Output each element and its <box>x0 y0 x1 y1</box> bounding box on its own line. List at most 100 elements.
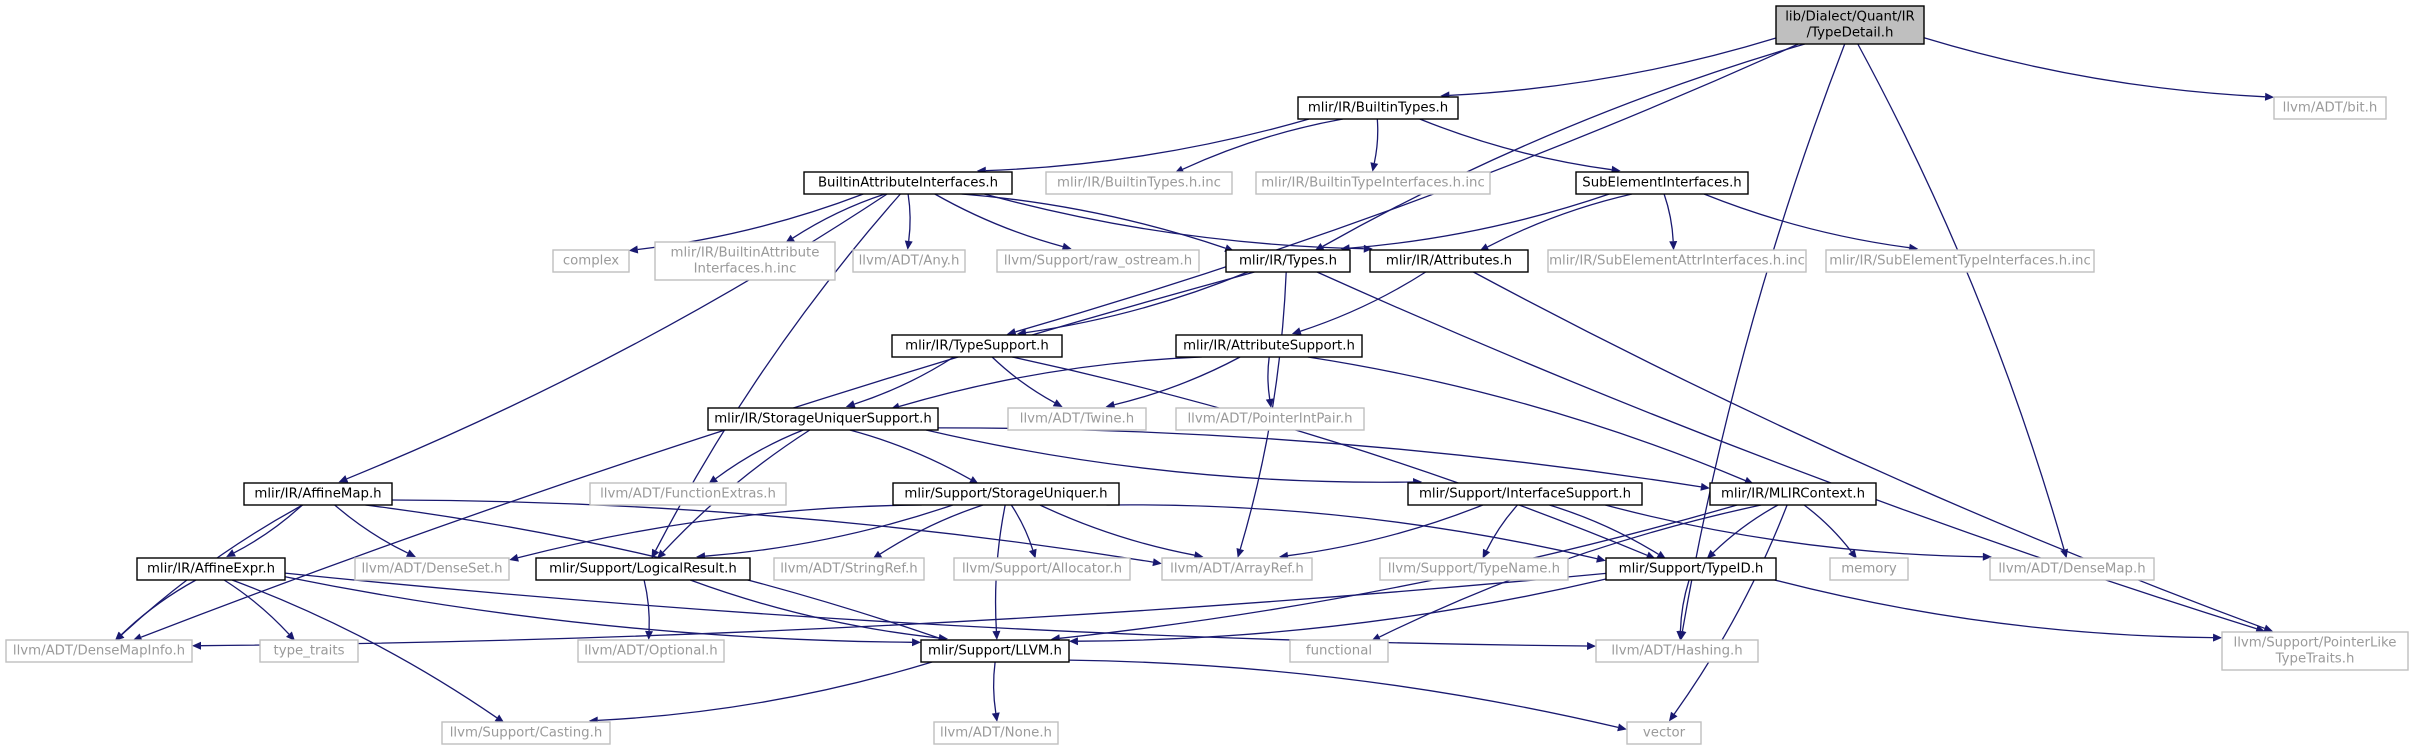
node-builtintypeifinc[interactable]: mlir/IR/BuiltinTypeInterfaces.h.inc <box>1255 171 1491 195</box>
dependency-edge-logicalresult-to-optional <box>643 579 650 632</box>
node-subelemif[interactable]: SubElementInterfaces.h <box>1575 171 1749 195</box>
node-typesupport[interactable]: mlir/IR/TypeSupport.h <box>891 334 1063 358</box>
dependency-edge-llvmh-to-casting <box>597 661 933 722</box>
node-box-twine <box>1007 407 1147 431</box>
node-label-complex: complex <box>563 254 619 269</box>
node-typedetail[interactable]: lib/Dialect/Quant/IR/TypeDetail.h <box>1775 5 1925 45</box>
node-storageuniqsupport[interactable]: mlir/IR/StorageUniquerSupport.h <box>707 407 939 431</box>
node-box-typename <box>1379 557 1569 581</box>
node-box-builtintypes <box>1297 96 1459 120</box>
arrow-head-affineexpr-to-llvmh <box>912 638 921 647</box>
node-complex[interactable]: complex <box>552 249 630 273</box>
arrow-head-subelemif-to-attributes <box>1479 243 1490 251</box>
node-any[interactable]: llvm/ADT/Any.h <box>852 249 966 273</box>
node-types[interactable]: mlir/IR/Types.h <box>1225 249 1351 273</box>
node-functionextras[interactable]: llvm/ADT/FunctionExtras.h <box>589 482 787 506</box>
node-none[interactable]: llvm/ADT/None.h <box>933 721 1059 745</box>
dependency-edge-affineexpr-to-typetraits <box>223 579 290 635</box>
arrow-head-builtintypes-to-builtintypesinc <box>1174 165 1185 174</box>
node-arrayref[interactable]: llvm/ADT/ArrayRef.h <box>1161 557 1313 581</box>
node-typetraits[interactable]: type_traits <box>259 639 359 663</box>
node-functional[interactable]: functional <box>1289 639 1389 663</box>
node-typeid[interactable]: mlir/Support/TypeID.h <box>1605 557 1777 581</box>
dependency-edge-storageuniquer-to-logicalresult <box>705 504 954 557</box>
node-box-logicalresult <box>535 557 751 581</box>
node-stringref[interactable]: llvm/ADT/StringRef.h <box>773 557 925 581</box>
node-denseset[interactable]: llvm/ADT/DenseSet.h <box>354 557 510 581</box>
node-builtintypesinc[interactable]: mlir/IR/BuiltinTypes.h.inc <box>1045 171 1233 195</box>
arrow-head-typeid-to-llvmh <box>1068 637 1078 646</box>
dependency-edge-interfacesupport-to-arrayref <box>1287 504 1484 557</box>
arrow-head-typedetail-to-typesupport <box>1006 328 1017 336</box>
arrow-head-typesupport-to-storageuniqsupport <box>845 400 856 408</box>
node-label-storageuniqsupport: mlir/IR/StorageUniquerSupport.h <box>714 412 932 427</box>
node-label-subelemif: SubElementInterfaces.h <box>1582 176 1741 191</box>
arrow-head-builtinattrif-to-rawostream <box>1061 242 1072 251</box>
dependency-edge-interfacesupport-to-typename <box>1485 504 1518 551</box>
dependency-edge-mlircontext-to-memory <box>1803 504 1852 553</box>
node-box-builtintypeifinc <box>1255 171 1491 195</box>
node-box-typedetail <box>1775 5 1925 45</box>
node-mlircontext[interactable]: mlir/IR/MLIRContext.h <box>1709 482 1877 506</box>
node-box-typesupport <box>891 334 1063 358</box>
node-label-denseset: llvm/ADT/DenseSet.h <box>361 562 502 577</box>
node-storageuniquer[interactable]: mlir/Support/StorageUniquer.h <box>892 482 1120 506</box>
arrow-head-typeid-to-densemapinfo <box>192 641 201 650</box>
node-box-stringref <box>773 557 925 581</box>
node-label-attrsupport: mlir/IR/AttributeSupport.h <box>1183 339 1355 354</box>
dependency-edge-storageuniqsupport-to-storageuniquer <box>849 429 972 481</box>
node-label-builtintypeifinc: mlir/IR/BuiltinTypeInterfaces.h.inc <box>1261 176 1485 191</box>
node-label-casting: llvm/Support/Casting.h <box>450 726 603 741</box>
arrow-head-storageuniquer-to-allocator <box>1029 548 1037 559</box>
node-box-arrayref <box>1161 557 1313 581</box>
dependency-edge-affineexpr-to-casting <box>231 579 498 719</box>
dependency-edge-affinemap-to-affineexpr <box>233 504 303 554</box>
dependency-edge-typedetail-to-bit <box>1923 37 2266 98</box>
node-densemap[interactable]: llvm/ADT/DenseMap.h <box>1989 557 2155 581</box>
node-densemapinfo[interactable]: llvm/ADT/DenseMapInfo.h <box>5 639 193 663</box>
node-optional[interactable]: llvm/ADT/Optional.h <box>577 639 725 663</box>
arrow-head-types-to-densemapinfo <box>132 633 143 641</box>
node-label-types: mlir/IR/Types.h <box>1239 254 1337 269</box>
arrow-head-storageuniquer-to-denseset <box>509 553 519 562</box>
dependency-edge-types-to-pointerlike <box>1316 271 2257 630</box>
dependency-edge-attrsupport-to-pointerintpair <box>1267 356 1271 400</box>
arrow-head-affineexpr-to-casting <box>494 714 505 723</box>
node-box-densemapinfo <box>5 639 193 663</box>
node-label-subelemattrinc: mlir/IR/SubElementAttrInterfaces.h.inc <box>1549 254 1805 269</box>
arrow-head-mlircontext-to-vector <box>1669 711 1678 722</box>
node-casting[interactable]: llvm/Support/Casting.h <box>441 721 611 745</box>
node-vector[interactable]: vector <box>1626 721 1702 745</box>
node-builtinattrif[interactable]: BuiltinAttributeInterfaces.h <box>803 171 1013 195</box>
node-hashing[interactable]: llvm/ADT/Hashing.h <box>1595 639 1759 663</box>
dependency-edge-builtinattrif-to-affinemap <box>346 193 888 480</box>
node-builtinattrifinc[interactable]: mlir/IR/BuiltinAttributeInterfaces.h.inc <box>654 241 836 281</box>
node-subelemtypeinc[interactable]: mlir/IR/SubElementTypeInterfaces.h.inc <box>1825 249 2095 273</box>
node-twine[interactable]: llvm/ADT/Twine.h <box>1007 407 1147 431</box>
node-pointerintpair[interactable]: llvm/ADT/PointerIntPair.h <box>1175 407 1365 431</box>
node-attrsupport[interactable]: mlir/IR/AttributeSupport.h <box>1175 334 1363 358</box>
node-box-vector <box>1626 721 1702 745</box>
node-subelemattrinc[interactable]: mlir/IR/SubElementAttrInterfaces.h.inc <box>1547 249 1807 273</box>
node-label-typetraits: type_traits <box>273 644 344 659</box>
node-affineexpr[interactable]: mlir/IR/AffineExpr.h <box>136 557 286 581</box>
node-attributes[interactable]: mlir/IR/Attributes.h <box>1369 249 1529 273</box>
node-rawostream[interactable]: llvm/Support/raw_ostream.h <box>996 249 1200 273</box>
node-logicalresult[interactable]: mlir/Support/LogicalResult.h <box>535 557 751 581</box>
arrow-head-storageuniqsupport-to-functionextras <box>708 475 718 484</box>
node-affinemap[interactable]: mlir/IR/AffineMap.h <box>243 482 393 506</box>
node-llvmh[interactable]: mlir/Support/LLVM.h <box>920 639 1070 663</box>
node-interfacesupport[interactable]: mlir/Support/InterfaceSupport.h <box>1407 482 1643 506</box>
node-builtintypes[interactable]: mlir/IR/BuiltinTypes.h <box>1297 96 1459 120</box>
dependency-edge-typedetail-to-builtintypes <box>1449 37 1777 97</box>
node-allocator[interactable]: llvm/Support/Allocator.h <box>953 557 1131 581</box>
node-box-functionextras <box>589 482 787 506</box>
node-bit[interactable]: llvm/ADT/bit.h <box>2273 96 2387 120</box>
node-box-hashing <box>1595 639 1759 663</box>
node-label-llvmh: mlir/Support/LLVM.h <box>928 644 1062 659</box>
node-label-densemap: llvm/ADT/DenseMap.h <box>1998 562 2145 577</box>
node-memory[interactable]: memory <box>1829 557 1909 581</box>
node-typename[interactable]: llvm/Support/TypeName.h <box>1379 557 1569 581</box>
dependency-edge-storageuniquer-to-denseset <box>517 504 922 559</box>
